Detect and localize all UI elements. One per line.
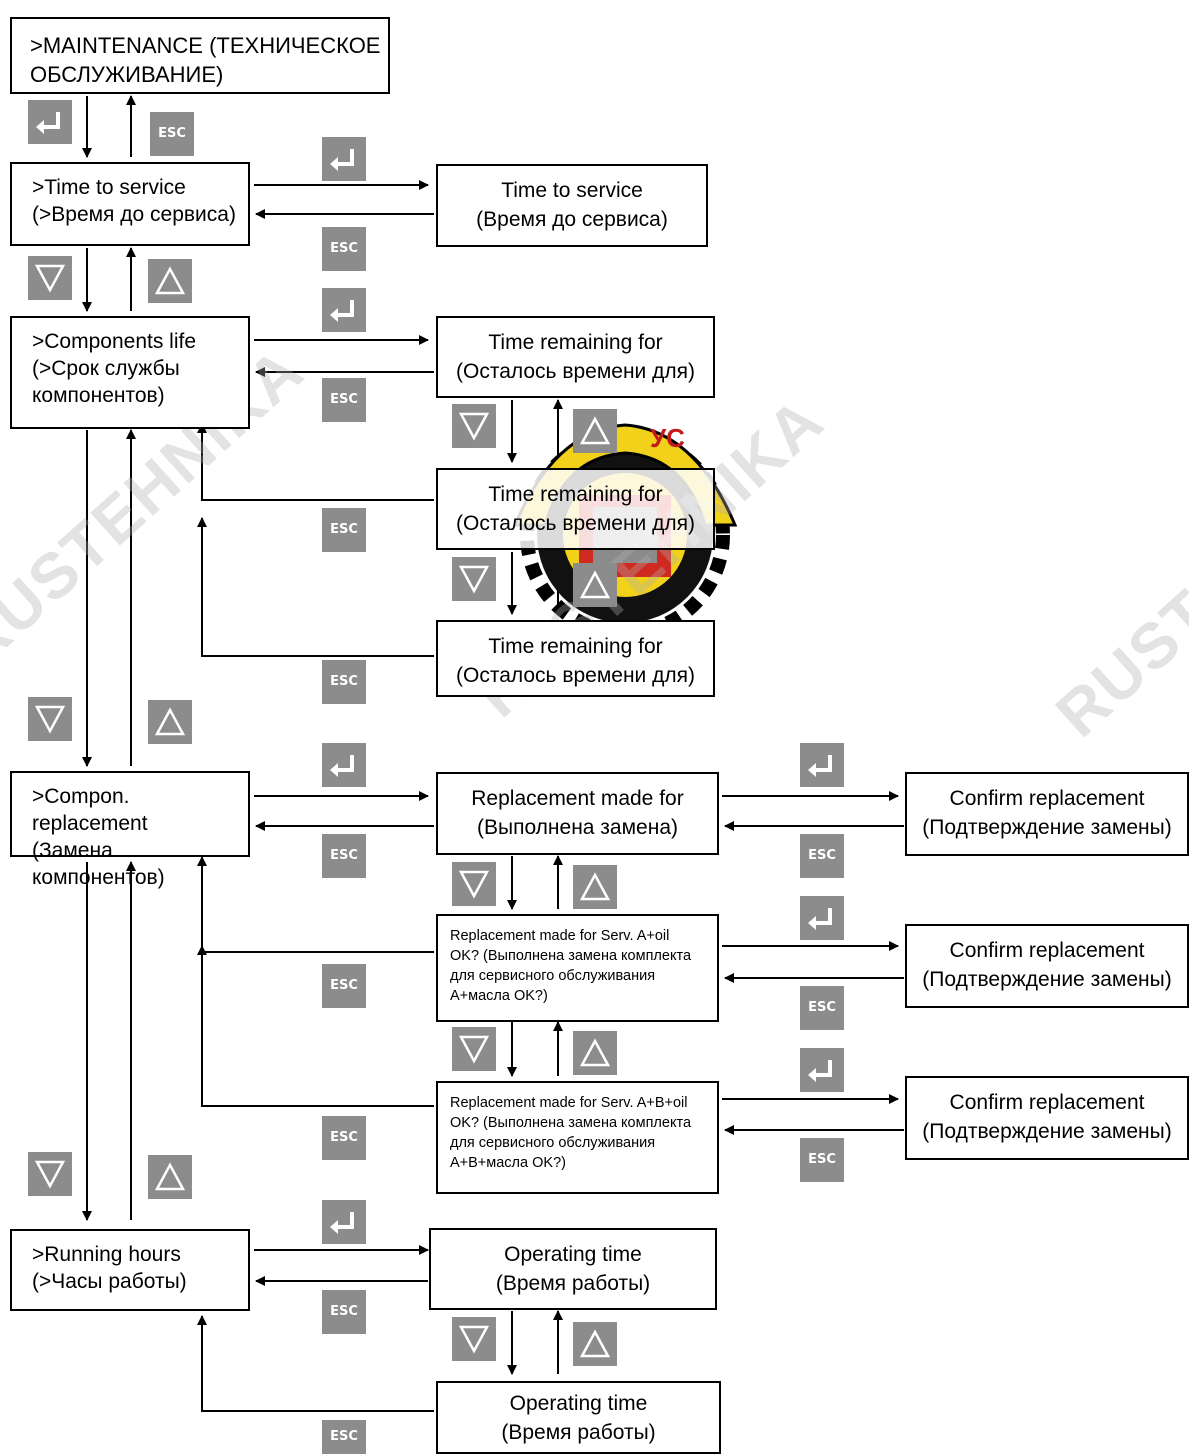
enter-key-icon [322, 1200, 366, 1244]
down-key-icon [452, 1317, 496, 1361]
esc-key-icon: ESC [322, 227, 366, 271]
box-line-1: Time remaining for [488, 483, 663, 506]
components-life-menu-box: >Components life (>Срок службы компонент… [10, 316, 250, 429]
time-to-service-menu-box: >Time to service (>Время до сервиса) [10, 162, 250, 246]
esc-key-icon: ESC [150, 112, 194, 156]
box-line-1: Time to service [501, 179, 643, 202]
box-line-2: (Подтверждение замены) [922, 816, 1172, 839]
box-line-2: (>Срок службы компонентов) [32, 357, 180, 407]
box-line-2: OK? (Выполнена замена комплекта для серв… [450, 948, 692, 1004]
box-line-2: (Осталось времени для) [456, 664, 695, 687]
esc-key-icon: ESC [322, 508, 366, 552]
box-line-2: (Время до сервиса) [476, 208, 668, 231]
box-line-1: Replacement made for [471, 787, 684, 810]
esc-key-icon: ESC [800, 1138, 844, 1182]
esc-key-icon: ESC [800, 986, 844, 1030]
up-key-icon [573, 409, 617, 453]
up-key-icon [148, 700, 192, 744]
box-line-1: Replacement made for Serv. A+B+oil [450, 1095, 688, 1111]
box-line-1: >Components life [32, 330, 197, 353]
down-key-icon [28, 256, 72, 300]
up-key-icon [573, 563, 617, 607]
box-line-1: Time remaining for [488, 331, 663, 354]
box-line-2: (Замена компонентов) [32, 839, 165, 889]
box-line-1: Confirm replacement [949, 1091, 1145, 1114]
box-line-1: Confirm replacement [949, 787, 1145, 810]
svg-text:УС: УС [650, 423, 685, 453]
esc-key-icon: ESC [322, 1420, 366, 1454]
esc-key-icon: ESC [322, 834, 366, 878]
box-line-2: (Выполнена замена) [476, 816, 679, 839]
replacement-a-oil-box: Replacement made for Serv. A+oil OK? (Вы… [436, 914, 719, 1022]
box-line-2: (>Время до сервиса) [32, 203, 236, 226]
box-line-1: >Time to service [32, 176, 186, 199]
enter-key-icon [322, 743, 366, 787]
confirm-replacement-box-3: Confirm replacement (Подтверждение замен… [905, 1076, 1189, 1160]
up-key-icon [573, 1031, 617, 1075]
time-remaining-box-1: Time remaining for (Осталось времени для… [436, 316, 715, 398]
box-line-1: Replacement made for Serv. A+oil [450, 928, 670, 944]
down-key-icon [452, 862, 496, 906]
box-line-2: (Время работы) [501, 1421, 656, 1444]
esc-key-icon: ESC [322, 1116, 366, 1160]
up-key-icon [148, 259, 192, 303]
down-key-icon [28, 697, 72, 741]
enter-key-icon [800, 743, 844, 787]
replacement-ab-oil-box: Replacement made for Serv. A+B+oil OK? (… [436, 1081, 719, 1194]
enter-key-icon [322, 288, 366, 332]
box-line-1: Operating time [504, 1243, 642, 1266]
box-line-2: (Осталось времени для) [456, 512, 695, 535]
box-line-2: OK? (Выполнена замена комплекта для серв… [450, 1115, 692, 1171]
confirm-replacement-box-1: Confirm replacement (Подтверждение замен… [905, 772, 1189, 856]
esc-key-icon: ESC [322, 964, 366, 1008]
operating-time-box-1: Operating time (Время работы) [429, 1228, 717, 1310]
esc-key-icon: ESC [322, 1290, 366, 1334]
down-key-icon [452, 404, 496, 448]
time-remaining-box-3: Time remaining for (Осталось времени для… [436, 620, 715, 697]
up-key-icon [148, 1155, 192, 1199]
down-key-icon [452, 1027, 496, 1071]
box-line-1: >Compon. replacement [32, 785, 148, 835]
up-key-icon [573, 865, 617, 909]
enter-key-icon [800, 1048, 844, 1092]
enter-key-icon [28, 100, 72, 144]
compon-replacement-menu-box: >Compon. replacement (Замена компонентов… [10, 771, 250, 889]
replacement-made-box: Replacement made for (Выполнена замена) [436, 772, 719, 855]
esc-key-icon: ESC [322, 660, 366, 704]
enter-key-icon [800, 896, 844, 940]
box-line-2: (Время работы) [495, 1272, 651, 1295]
down-key-icon [28, 1152, 72, 1196]
running-hours-menu-box: >Running hours (>Часы работы) [10, 1229, 250, 1311]
enter-key-icon [322, 137, 366, 181]
box-line-1: >MAINTENANCE (ТЕХНИЧЕСКОЕ [30, 33, 381, 58]
time-to-service-box: Time to service (Время до сервиса) [436, 164, 708, 247]
box-line-1: Confirm replacement [949, 939, 1145, 962]
box-line-2: ОБСЛУЖИВАНИЕ) [30, 62, 224, 87]
box-line-1: >Running hours [32, 1243, 181, 1266]
maintenance-menu-box: >MAINTENANCE (ТЕХНИЧЕСКОЕ ОБСЛУЖИВАНИЕ) [10, 17, 390, 94]
box-line-2: (Подтверждение замены) [922, 968, 1172, 991]
box-line-1: Operating time [509, 1392, 648, 1415]
down-key-icon [452, 557, 496, 601]
confirm-replacement-box-2: Confirm replacement (Подтверждение замен… [905, 924, 1189, 1008]
box-line-2: (Осталось времени для) [456, 360, 695, 383]
box-line-2: (Подтверждение замены) [922, 1120, 1172, 1143]
operating-time-box-2: Operating time (Время работы) [436, 1381, 721, 1454]
esc-key-icon: ESC [322, 378, 366, 422]
box-line-1: Time remaining for [488, 635, 663, 658]
up-key-icon [573, 1322, 617, 1366]
esc-key-icon: ESC [800, 834, 844, 878]
box-line-2: (>Часы работы) [32, 1270, 187, 1293]
time-remaining-box-2: Time remaining for (Осталось времени для… [436, 468, 715, 550]
